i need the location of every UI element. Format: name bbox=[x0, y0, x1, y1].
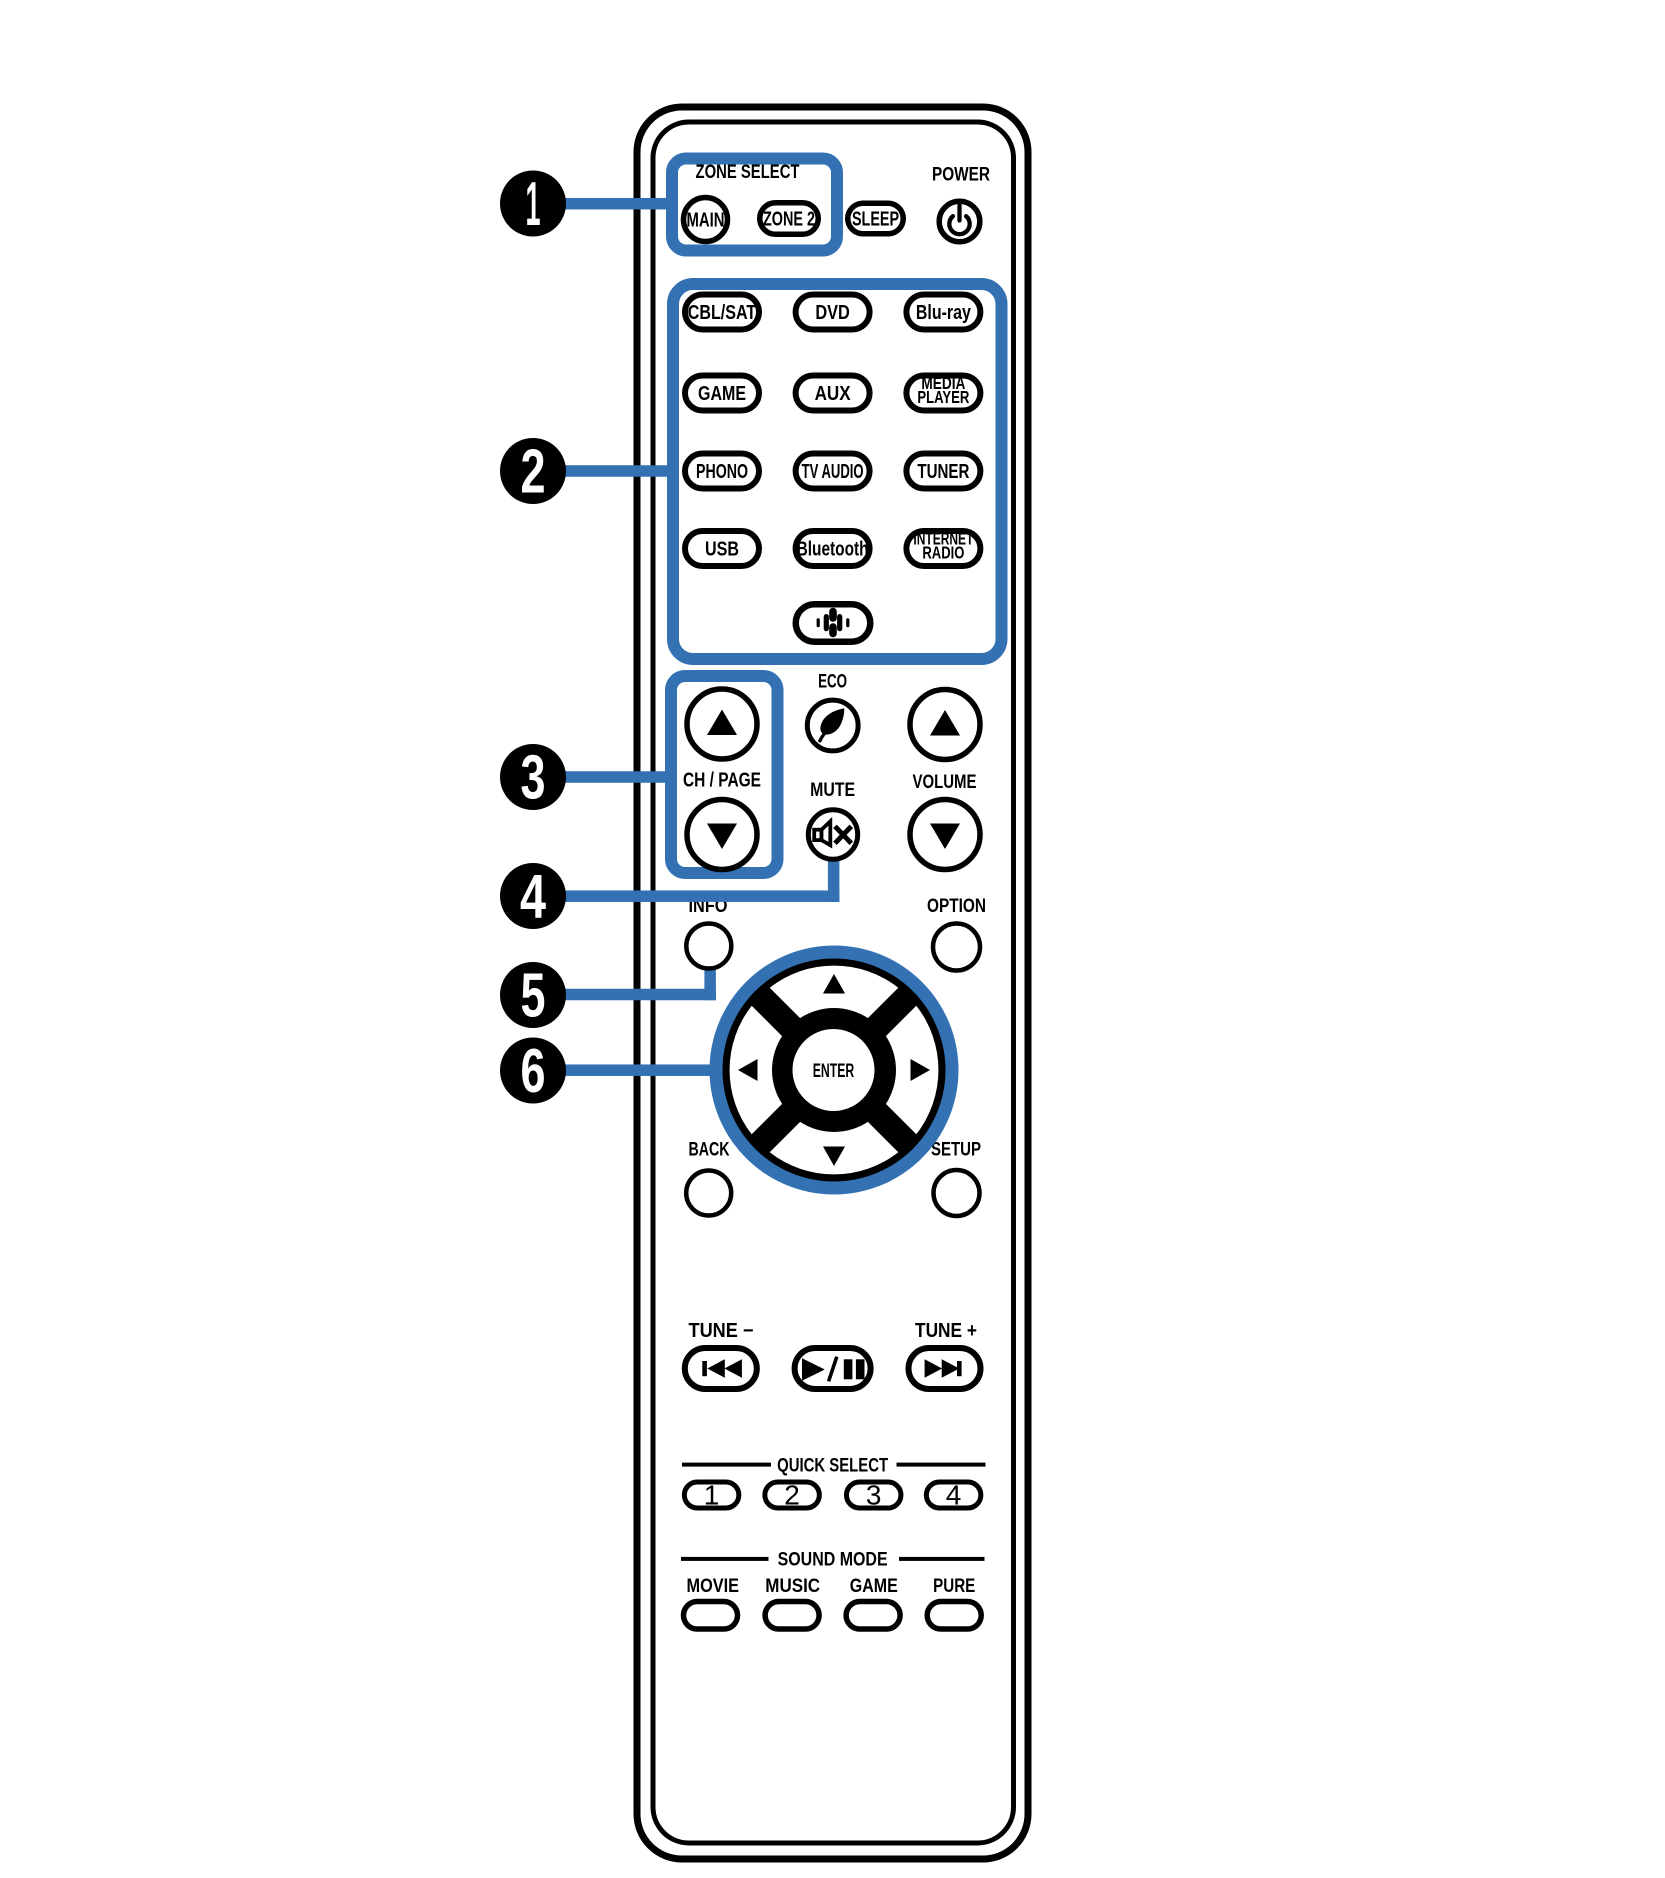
svg-text:TUNER: TUNER bbox=[917, 460, 969, 483]
svg-text:MOVIE: MOVIE bbox=[687, 1575, 740, 1597]
svg-text:TV AUDIO: TV AUDIO bbox=[802, 460, 864, 483]
svg-text:6: 6 bbox=[521, 1037, 546, 1106]
svg-text:4: 4 bbox=[946, 1480, 962, 1511]
svg-text:AUX: AUX bbox=[815, 382, 851, 405]
svg-text:USB: USB bbox=[705, 538, 739, 561]
svg-text:MAIN: MAIN bbox=[687, 210, 725, 232]
svg-text:4: 4 bbox=[520, 863, 546, 932]
svg-text:MUSIC: MUSIC bbox=[765, 1575, 820, 1597]
svg-text:MUTE: MUTE bbox=[810, 779, 855, 801]
svg-text:SLEEP: SLEEP bbox=[852, 209, 899, 231]
svg-text:ZONE SELECT: ZONE SELECT bbox=[696, 161, 800, 183]
svg-text:3: 3 bbox=[866, 1480, 882, 1511]
svg-text:SETUP: SETUP bbox=[931, 1138, 981, 1160]
svg-text:GAME: GAME bbox=[850, 1575, 898, 1597]
svg-text:QUICK SELECT: QUICK SELECT bbox=[777, 1454, 888, 1476]
svg-text:3: 3 bbox=[521, 744, 546, 813]
svg-text:SOUND MODE: SOUND MODE bbox=[778, 1549, 888, 1571]
svg-text:VOLUME: VOLUME bbox=[913, 771, 977, 793]
svg-text:Bluetooth: Bluetooth bbox=[797, 538, 869, 561]
svg-text:GAME: GAME bbox=[698, 382, 746, 405]
svg-text:TUNE +: TUNE + bbox=[915, 1320, 977, 1342]
svg-text:DVD: DVD bbox=[815, 301, 850, 324]
svg-text:2: 2 bbox=[784, 1480, 800, 1511]
svg-text:ZONE 2: ZONE 2 bbox=[763, 209, 815, 231]
svg-text:CH / PAGE: CH / PAGE bbox=[683, 769, 761, 791]
svg-text:PHONO: PHONO bbox=[696, 460, 748, 483]
svg-text:BACK: BACK bbox=[689, 1138, 730, 1160]
svg-text:2: 2 bbox=[521, 438, 546, 507]
svg-text:ENTER: ENTER bbox=[813, 1061, 855, 1082]
svg-text:OPTION: OPTION bbox=[927, 895, 986, 917]
svg-text:INTERNET: INTERNET bbox=[913, 529, 973, 549]
svg-text:5: 5 bbox=[521, 962, 546, 1031]
svg-text:1: 1 bbox=[526, 170, 541, 239]
svg-text:MEDIA: MEDIA bbox=[921, 373, 965, 393]
svg-text:ECO: ECO bbox=[818, 670, 847, 692]
svg-text:PLAYER: PLAYER bbox=[917, 387, 969, 407]
svg-text:PURE: PURE bbox=[933, 1575, 975, 1597]
svg-text:CBL/SAT: CBL/SAT bbox=[688, 301, 757, 324]
svg-text:Blu-ray: Blu-ray bbox=[916, 301, 971, 324]
svg-text:POWER: POWER bbox=[932, 163, 990, 185]
svg-text:TUNE −: TUNE − bbox=[689, 1320, 754, 1342]
svg-text:RADIO: RADIO bbox=[922, 542, 964, 562]
svg-text:1: 1 bbox=[704, 1480, 720, 1511]
